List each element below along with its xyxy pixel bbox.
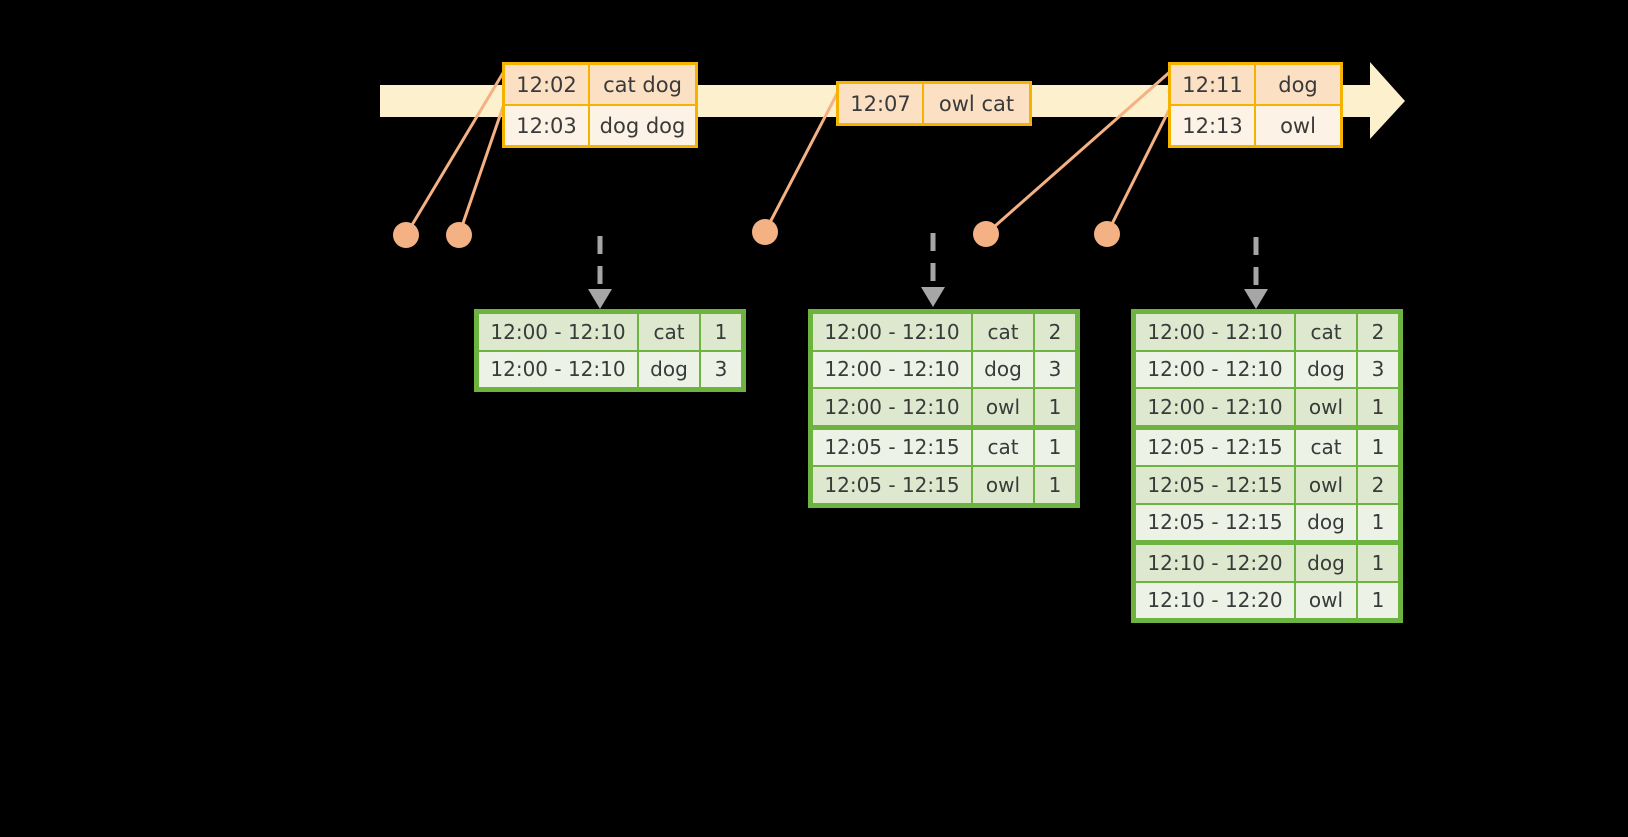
window-range-cell: 12:05 - 12:15 <box>1135 428 1295 466</box>
count-cell: 1 <box>1357 388 1399 426</box>
count-cell: 1 <box>1034 388 1076 426</box>
event-group-3: 12:11 dog 12:13 owl <box>1168 62 1343 148</box>
window-range-cell: 12:00 - 12:10 <box>812 313 972 351</box>
window-range-cell: 12:00 - 12:10 <box>478 350 638 388</box>
event-dot-3 <box>752 219 778 245</box>
window-range-cell: 12:00 - 12:10 <box>1135 313 1295 351</box>
event-dot-4 <box>973 221 999 247</box>
window-range-cell: 12:00 - 12:10 <box>812 350 972 388</box>
dashed-arrow-heads <box>588 287 1268 309</box>
dashed-arrow-1-head <box>588 289 612 309</box>
count-cell: 2 <box>1357 466 1399 504</box>
word-cell: owl <box>1295 388 1357 426</box>
event-group-2: 12:07 owl cat <box>836 81 1032 126</box>
dashed-arrows <box>597 233 1259 290</box>
event-time: 12:02 <box>505 65 590 104</box>
event-row: 12:13 owl <box>1171 104 1340 145</box>
count-cell: 3 <box>1034 350 1076 388</box>
connector-line-3 <box>763 87 842 233</box>
event-row: 12:11 dog <box>1171 65 1340 104</box>
dashed-arrow-3-head <box>1244 289 1268 309</box>
count-cell: 1 <box>1034 466 1076 504</box>
connector-line-5 <box>1105 103 1174 235</box>
connector-line-1 <box>404 67 508 236</box>
count-cell: 2 <box>1034 313 1076 351</box>
event-dot-5 <box>1094 221 1120 247</box>
window-range-cell: 12:00 - 12:10 <box>1135 350 1295 388</box>
count-cell: 1 <box>1357 544 1399 582</box>
window-range-cell: 12:10 - 12:20 <box>1135 544 1295 582</box>
count-cell: 3 <box>1357 350 1399 388</box>
window-range-cell: 12:05 - 12:15 <box>812 428 972 466</box>
window-range-cell: 12:05 - 12:15 <box>1135 503 1295 541</box>
event-words: owl <box>1256 106 1340 145</box>
window-range-cell: 12:05 - 12:15 <box>1135 466 1295 504</box>
connector-line-2 <box>457 103 506 236</box>
word-cell: dog <box>1295 350 1357 388</box>
event-group-1: 12:02 cat dog 12:03 dog dog <box>502 62 698 148</box>
window-range-cell: 12:00 - 12:10 <box>812 388 972 426</box>
window-range-cell: 12:00 - 12:10 <box>478 313 638 351</box>
window-range-cell: 12:05 - 12:15 <box>812 466 972 504</box>
event-time: 12:03 <box>505 106 590 145</box>
event-words: dog dog <box>590 106 695 145</box>
word-cell: dog <box>638 350 700 388</box>
word-cell: dog <box>972 350 1034 388</box>
count-cell: 2 <box>1357 313 1399 351</box>
event-row: 12:02 cat dog <box>505 65 695 104</box>
event-row: 12:07 owl cat <box>839 84 1029 123</box>
event-time: 12:07 <box>839 84 924 123</box>
event-row: 12:03 dog dog <box>505 104 695 145</box>
word-cell: owl <box>1295 581 1357 619</box>
count-cell: 1 <box>1034 428 1076 466</box>
word-cell: dog <box>1295 544 1357 582</box>
count-cell: 1 <box>1357 503 1399 541</box>
word-cell: cat <box>972 428 1034 466</box>
word-cell: cat <box>1295 313 1357 351</box>
event-time: 12:11 <box>1171 65 1256 104</box>
word-cell: dog <box>1295 503 1357 541</box>
word-cell: owl <box>972 466 1034 504</box>
word-cell: cat <box>972 313 1034 351</box>
word-cell: cat <box>1295 428 1357 466</box>
event-dot-2 <box>446 222 472 248</box>
count-cell: 1 <box>1357 581 1399 619</box>
word-cell: owl <box>1295 466 1357 504</box>
count-cell: 3 <box>700 350 742 388</box>
count-cell: 1 <box>700 313 742 351</box>
event-dot-1 <box>393 222 419 248</box>
word-cell: cat <box>638 313 700 351</box>
event-words: cat dog <box>590 65 695 104</box>
word-cell: owl <box>972 388 1034 426</box>
window-range-cell: 12:00 - 12:10 <box>1135 388 1295 426</box>
count-cell: 1 <box>1357 428 1399 466</box>
dashed-arrow-2-head <box>921 287 945 307</box>
event-dots <box>393 219 1120 248</box>
event-words: dog <box>1256 65 1340 104</box>
event-words: owl cat <box>924 84 1029 123</box>
event-time: 12:13 <box>1171 106 1256 145</box>
window-range-cell: 12:10 - 12:20 <box>1135 581 1295 619</box>
